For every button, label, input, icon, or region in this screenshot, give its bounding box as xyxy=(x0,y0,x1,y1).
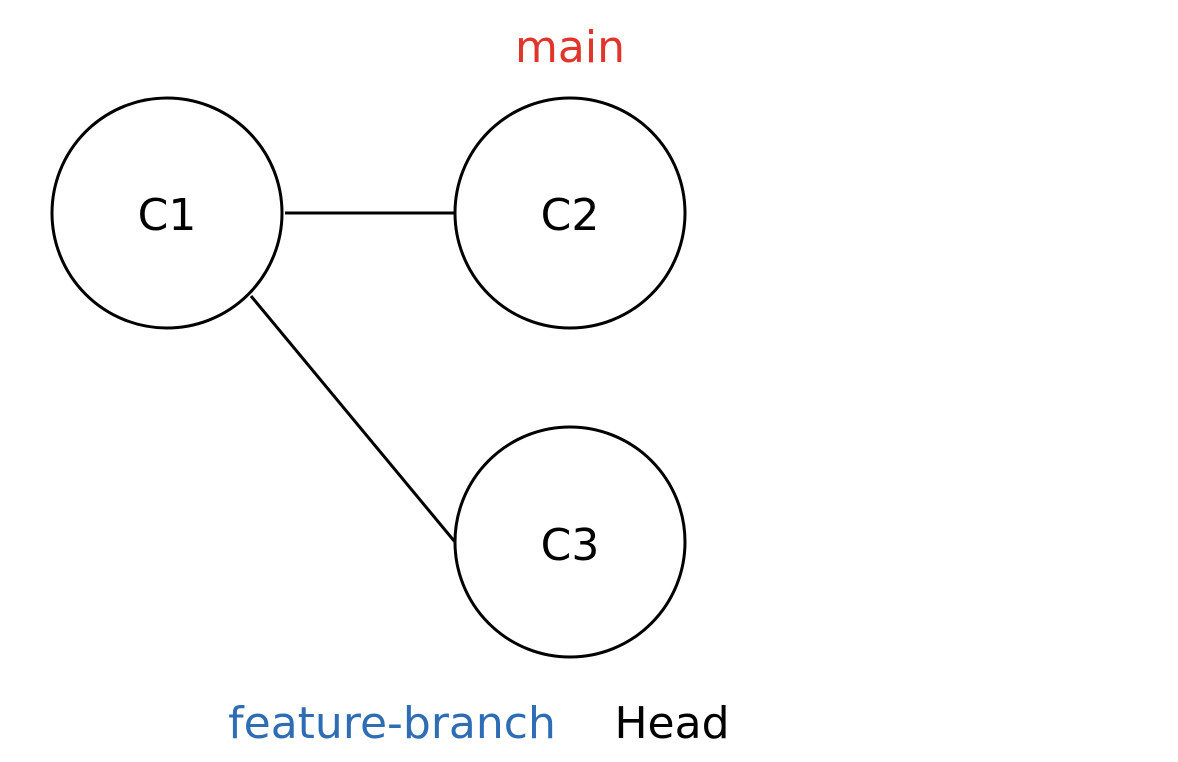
head-label: Head xyxy=(614,698,729,749)
commit-circle-c2 xyxy=(453,96,687,330)
commit-node-c2: C2 xyxy=(453,96,687,330)
commit-node-c1: C1 xyxy=(50,96,284,330)
commit-circle-c3 xyxy=(453,425,687,659)
commit-label-c2: C2 xyxy=(541,190,600,241)
commit-circle-c1 xyxy=(50,96,284,330)
commit-label-c1: C1 xyxy=(138,190,197,241)
branch-label-feature-branch: feature-branch xyxy=(228,698,556,749)
commit-label-c3: C3 xyxy=(541,520,600,571)
commit-node-c3: C3 xyxy=(453,425,687,659)
branch-label-main: main xyxy=(515,22,625,73)
edge-c1-c3 xyxy=(249,295,457,543)
